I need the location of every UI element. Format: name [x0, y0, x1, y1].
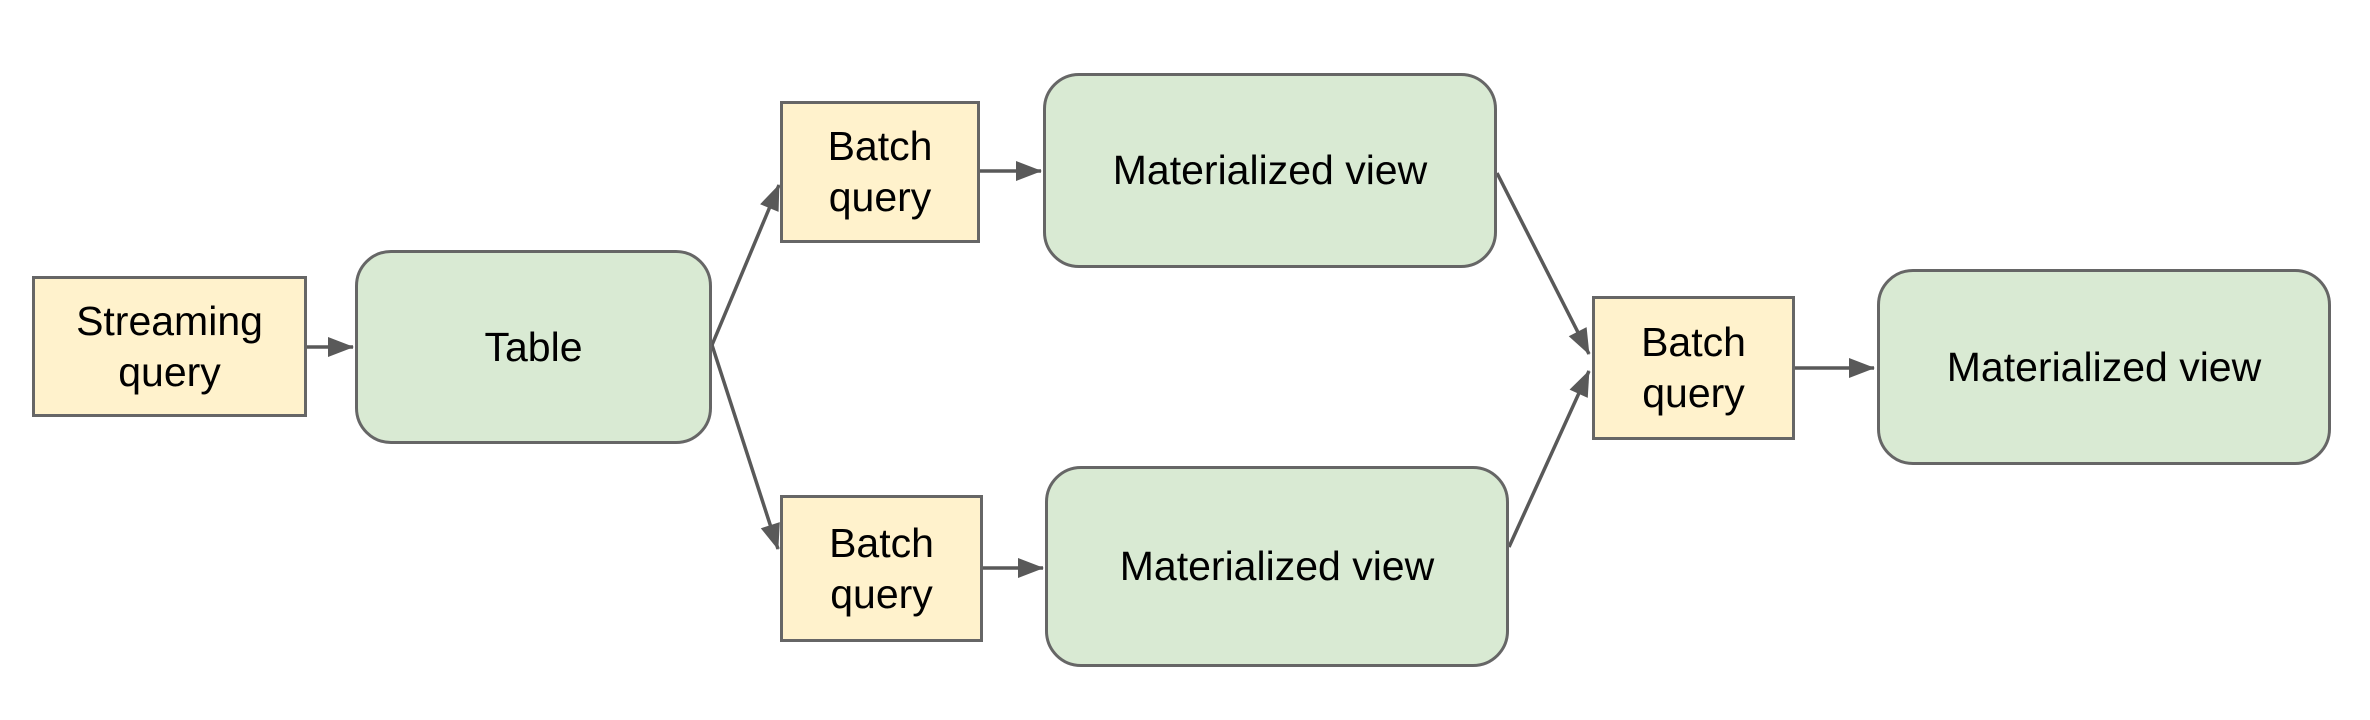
- node-batch-query-right-label: Batch query: [1641, 319, 1746, 416]
- connector-table-to-batch-query-top: [710, 184, 781, 346]
- node-materialized-view-bottom-label: Materialized view: [1119, 543, 1435, 589]
- node-table: Table: [355, 250, 712, 444]
- node-materialized-view-bottom: Materialized view: [1045, 466, 1509, 667]
- node-materialized-view-top: Materialized view: [1043, 73, 1497, 268]
- connector-materialized-view-bottom-to-batch-query-right: [1507, 370, 1591, 548]
- connector-materialized-view-top-to-batch-query-right: [1495, 172, 1591, 355]
- node-materialized-view-top-label: Materialized view: [1112, 147, 1428, 193]
- node-batch-query-bottom-label: Batch query: [829, 519, 934, 617]
- connector-table-to-batch-query-bottom: [710, 344, 780, 550]
- node-materialized-view-right: Materialized view: [1877, 269, 2331, 465]
- node-table-label: Table: [484, 323, 583, 370]
- node-streaming-query-label: Streaming query: [76, 297, 263, 395]
- node-batch-query-bottom: Batch query: [780, 495, 983, 642]
- node-batch-query-top-label: Batch query: [827, 123, 933, 220]
- node-batch-query-top: Batch query: [780, 101, 980, 243]
- node-streaming-query: Streaming query: [32, 276, 307, 417]
- node-materialized-view-right-label: Materialized view: [1946, 343, 2262, 390]
- node-batch-query-right: Batch query: [1592, 296, 1795, 440]
